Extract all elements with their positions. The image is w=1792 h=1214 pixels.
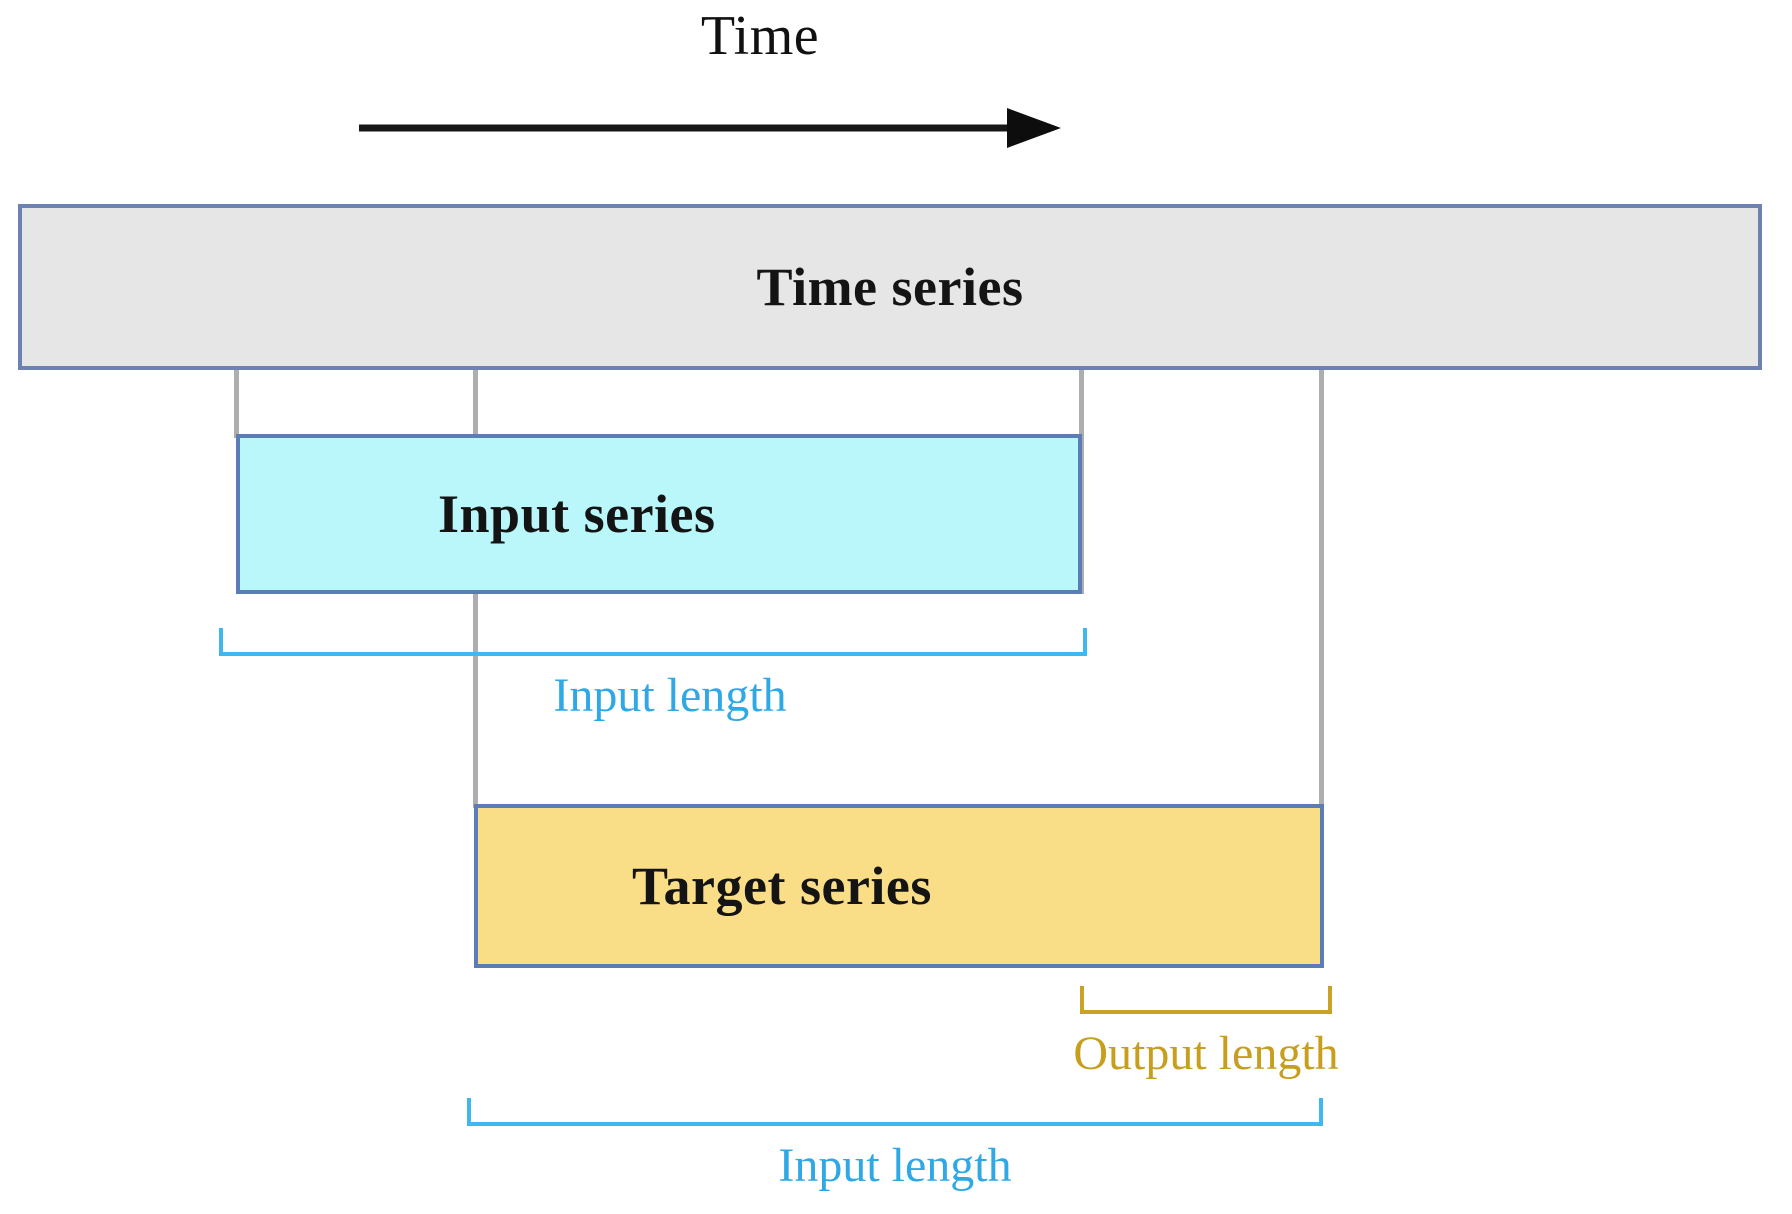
target-series-box: Target series [474,804,1324,968]
time-series-box-label: Time series [756,257,1024,317]
input-series-box-label: Input series [438,484,716,544]
input-length-caption-bottom: Input length [778,1139,1012,1192]
guide-line-input-start [234,366,239,438]
time-series-box: Time series [18,204,1762,370]
time-axis-label: Time [700,5,820,67]
input-length-bracket-top [219,628,1087,656]
target-series-box-label: Target series [632,856,932,916]
right-arrow-icon [359,108,1061,148]
input-series-box: Input series [236,434,1082,594]
input-length-caption-top: Input length [553,669,787,722]
guide-line-target-end [1319,366,1324,808]
output-length-bracket [1080,986,1332,1014]
input-length-bracket-bottom [467,1098,1323,1126]
output-length-caption: Output length [1073,1027,1339,1080]
